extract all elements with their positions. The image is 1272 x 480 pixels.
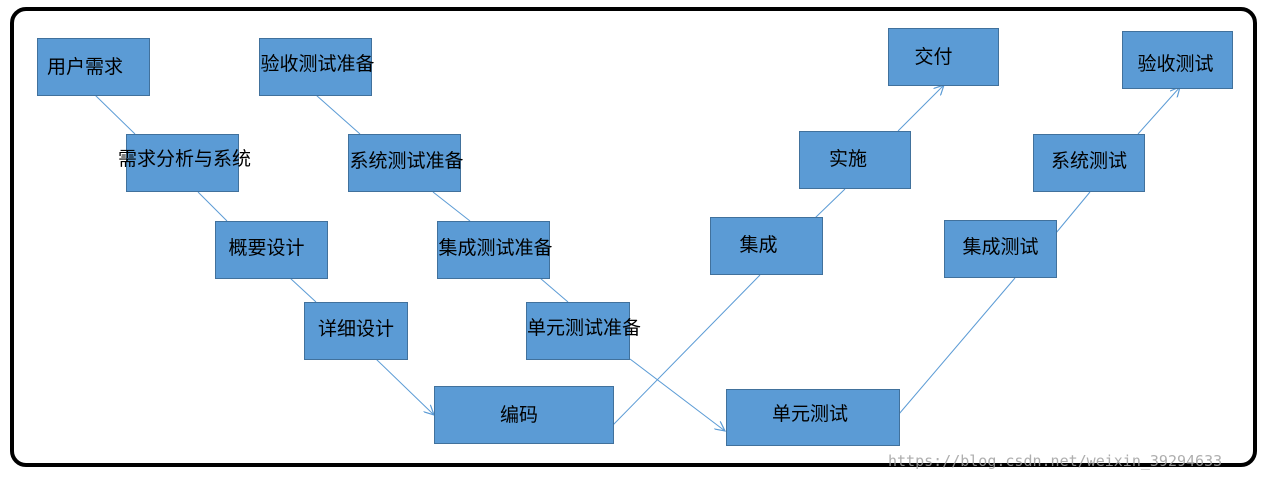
node-integration-test[interactable]: 集成测试 <box>944 220 1057 278</box>
node-integration-test-prep[interactable]: 集成测试准备 <box>437 221 553 279</box>
node-system-test-prep-label: 系统测试准备 <box>349 149 464 172</box>
node-user-requirements[interactable]: 用户需求 <box>37 38 150 96</box>
node-acceptance-test[interactable]: 验收测试 <box>1122 31 1233 89</box>
node-user-requirements-label: 用户需求 <box>47 55 124 78</box>
node-coding-label: 编码 <box>499 403 538 426</box>
node-integration-test-label: 集成测试 <box>962 235 1039 258</box>
node-delivery-label: 交付 <box>914 45 953 68</box>
node-implementation[interactable]: 实施 <box>799 131 911 189</box>
node-requirements-analysis[interactable]: 需求分析与系统 <box>118 134 251 192</box>
node-acceptance-test-label: 验收测试 <box>1137 52 1214 75</box>
watermark-url: https://blog.csdn.net/weixin_39294633 <box>888 452 1223 470</box>
node-unit-test-prep-label: 单元测试准备 <box>527 316 642 339</box>
node-unit-test[interactable]: 单元测试 <box>726 389 900 446</box>
node-integration[interactable]: 集成 <box>710 217 823 275</box>
node-system-test-label: 系统测试 <box>1050 149 1127 172</box>
node-integration-label: 集成 <box>739 233 778 256</box>
node-unit-test-prep[interactable]: 单元测试准备 <box>526 302 641 360</box>
node-detailed-design-label: 详细设计 <box>317 317 394 340</box>
diagram-frame <box>10 7 1257 467</box>
node-high-level-design-label: 概要设计 <box>228 236 305 259</box>
node-coding[interactable]: 编码 <box>434 386 614 444</box>
node-detailed-design[interactable]: 详细设计 <box>304 302 408 360</box>
node-requirements-analysis-label: 需求分析与系统 <box>118 147 252 170</box>
node-unit-test-label: 单元测试 <box>771 403 848 425</box>
node-system-test-prep[interactable]: 系统测试准备 <box>348 134 464 192</box>
node-system-test[interactable]: 系统测试 <box>1033 134 1145 192</box>
node-acceptance-test-prep-label: 验收测试准备 <box>260 52 375 75</box>
node-high-level-design[interactable]: 概要设计 <box>215 221 328 279</box>
node-integration-test-prep-label: 集成测试准备 <box>438 236 553 259</box>
node-acceptance-test-prep[interactable]: 验收测试准备 <box>259 38 375 96</box>
node-delivery[interactable]: 交付 <box>888 28 999 86</box>
node-implementation-label: 实施 <box>828 147 867 170</box>
